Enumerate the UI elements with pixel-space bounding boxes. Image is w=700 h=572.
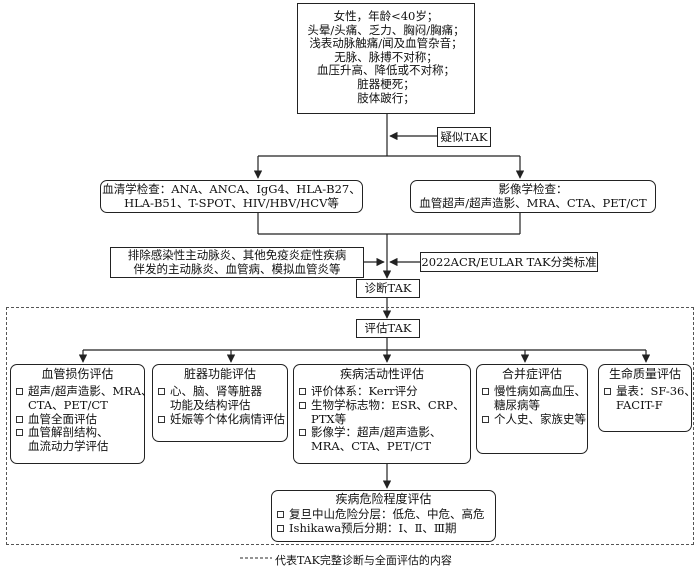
qol-item-cont: FACIT-F — [616, 397, 663, 412]
vascular-item-cont: CTA、PET/CT — [28, 397, 108, 412]
serology-line: 血清学检查：ANA、ANCA、IgG4、HLA-B27、 — [102, 182, 361, 196]
comorbidity-item: 慢性病如高血压、 — [480, 384, 586, 399]
vascular-title: 血管损伤评估 — [41, 367, 114, 381]
comorbidity-item: 个人史、家族史等 — [480, 412, 586, 427]
activity-item: 评价体系：Kerr评分 — [297, 384, 467, 399]
risk-item: Ishikawa预后分期：Ⅰ、Ⅱ、Ⅲ期 — [275, 521, 492, 536]
qol-item: 量表：SF-36、 — [602, 384, 696, 399]
bullet-square-icon — [158, 415, 165, 423]
risk-item: 复旦中山危险分层：低危、中危、高危 — [275, 507, 492, 522]
symptom-line: 脏器梗死； — [357, 76, 415, 91]
suspected-tak-box: 疑似TAK — [437, 127, 491, 147]
bullet-square-icon — [277, 524, 284, 532]
bullet-square-icon — [16, 388, 23, 395]
organ-item: 妊娠等个体化病情评估 — [156, 412, 285, 427]
evaluation-region — [6, 307, 694, 545]
organ-item: 心、脑、肾等脏器 — [156, 384, 284, 399]
qol-assessment-box: 生命质量评估 量表：SF-36、 FACIT-F — [598, 364, 696, 432]
activity-item: 影像学：超声/超声造影、 — [297, 425, 467, 440]
comorbidity-title: 合并症评估 — [501, 367, 562, 381]
activity-title: 疾病活动性评估 — [339, 367, 424, 381]
symptoms-box: 女性，年龄<40岁； 头晕/头痛、乏力、胸闷/胸痛； 浅表动脉触痛/闻及血管杂音… — [297, 3, 475, 114]
suspected-tak-label: 疑似TAK — [440, 130, 488, 144]
bullet-square-icon — [299, 388, 306, 395]
criteria-box: 2022ACR/EULAR TAK分类标准 — [420, 252, 598, 272]
diagnosis-label: 诊断TAK — [364, 281, 412, 295]
imaging-box: 影像学检查： 血管超声/超声造影、MRA、CTA、PET/CT — [410, 180, 656, 213]
exclusion-line: 排除感染性主动脉炎、其他免疫炎症性疾病 — [127, 248, 347, 262]
bullet-square-icon — [277, 511, 284, 518]
organ-item-cont: 功能及结构评估 — [170, 397, 251, 412]
imaging-line: 影像学检查： — [498, 182, 568, 196]
bullet-square-icon — [158, 388, 165, 395]
bullet-square-icon — [482, 388, 489, 395]
bullet-square-icon — [299, 401, 306, 409]
bullet-square-icon — [482, 415, 489, 423]
legend-text: 代表TAK完整诊断与全面评估的内容 — [275, 554, 452, 567]
symptom-line: 头晕/头痛、乏力、胸闷/胸痛； — [307, 22, 465, 37]
vascular-item: 超声/超声造影、MRA、 — [14, 384, 153, 399]
evaluation-label: 评估TAK — [364, 321, 412, 335]
bullet-square-icon — [299, 429, 306, 437]
diagnosis-box: 诊断TAK — [356, 279, 420, 298]
bullet-square-icon — [16, 429, 23, 437]
risk-assessment-box: 疾病危险程度评估 复旦中山危险分层：低危、中危、高危 Ishikawa预后分期：… — [271, 490, 496, 542]
imaging-line: 血管超声/超声造影、MRA、CTA、PET/CT — [419, 195, 647, 210]
bullet-square-icon — [16, 415, 23, 423]
risk-title: 疾病危险程度评估 — [335, 492, 432, 506]
symptom-line: 无脉、脉搏不对称； — [334, 49, 438, 64]
exclusion-box: 排除感染性主动脉炎、其他免疫炎症性疾病 伴发的主动脉炎、血管病、模拟血管炎等 — [110, 247, 364, 278]
symptom-line: 血压升高、降低或不对称； — [317, 63, 455, 78]
evaluation-box: 评估TAK — [356, 319, 420, 338]
activity-item-cont: MRA、CTA、PET/CT — [311, 439, 432, 454]
vascular-item-cont: 血流动力学评估 — [28, 439, 109, 454]
organ-assessment-box: 脏器功能评估 心、脑、肾等脏器 功能及结构评估 妊娠等个体化病情评估 — [152, 364, 288, 442]
qol-title: 生命质量评估 — [608, 367, 681, 381]
exclusion-line: 伴发的主动脉炎、血管病、模拟血管炎等 — [133, 261, 341, 276]
organ-title: 脏器功能评估 — [183, 367, 256, 381]
comorbidity-assessment-box: 合并症评估 慢性病如高血压、 糖尿病等 个人史、家族史等 — [476, 364, 588, 454]
vascular-item: 血管全面评估 — [14, 412, 141, 427]
comorbidity-item-cont: 糖尿病等 — [494, 397, 540, 412]
criteria-label: 2022ACR/EULAR TAK分类标准 — [421, 255, 597, 269]
vascular-assessment-box: 血管损伤评估 超声/超声造影、MRA、 CTA、PET/CT 血管全面评估 血管… — [10, 364, 153, 464]
vascular-item: 血管解剖结构、 — [14, 425, 141, 440]
serology-line: HLA-B51、T-SPOT、HIV/HBV/HCV等 — [124, 195, 339, 210]
activity-item: 生物学标志物：ESR、CRP、 — [297, 398, 467, 413]
symptom-line: 浅表动脉触痛/闻及血管杂音； — [309, 36, 463, 51]
bullet-square-icon — [604, 388, 611, 395]
serology-box: 血清学检查：ANA、ANCA、IgG4、HLA-B27、 HLA-B51、T-S… — [100, 180, 363, 213]
symptom-line: 女性，年龄<40岁； — [333, 9, 439, 23]
activity-assessment-box: 疾病活动性评估 评价体系：Kerr评分 生物学标志物：ESR、CRP、 PTX等… — [293, 364, 471, 464]
symptom-line: 肢体跛行； — [357, 90, 415, 105]
activity-item-cont: PTX等 — [311, 411, 347, 426]
